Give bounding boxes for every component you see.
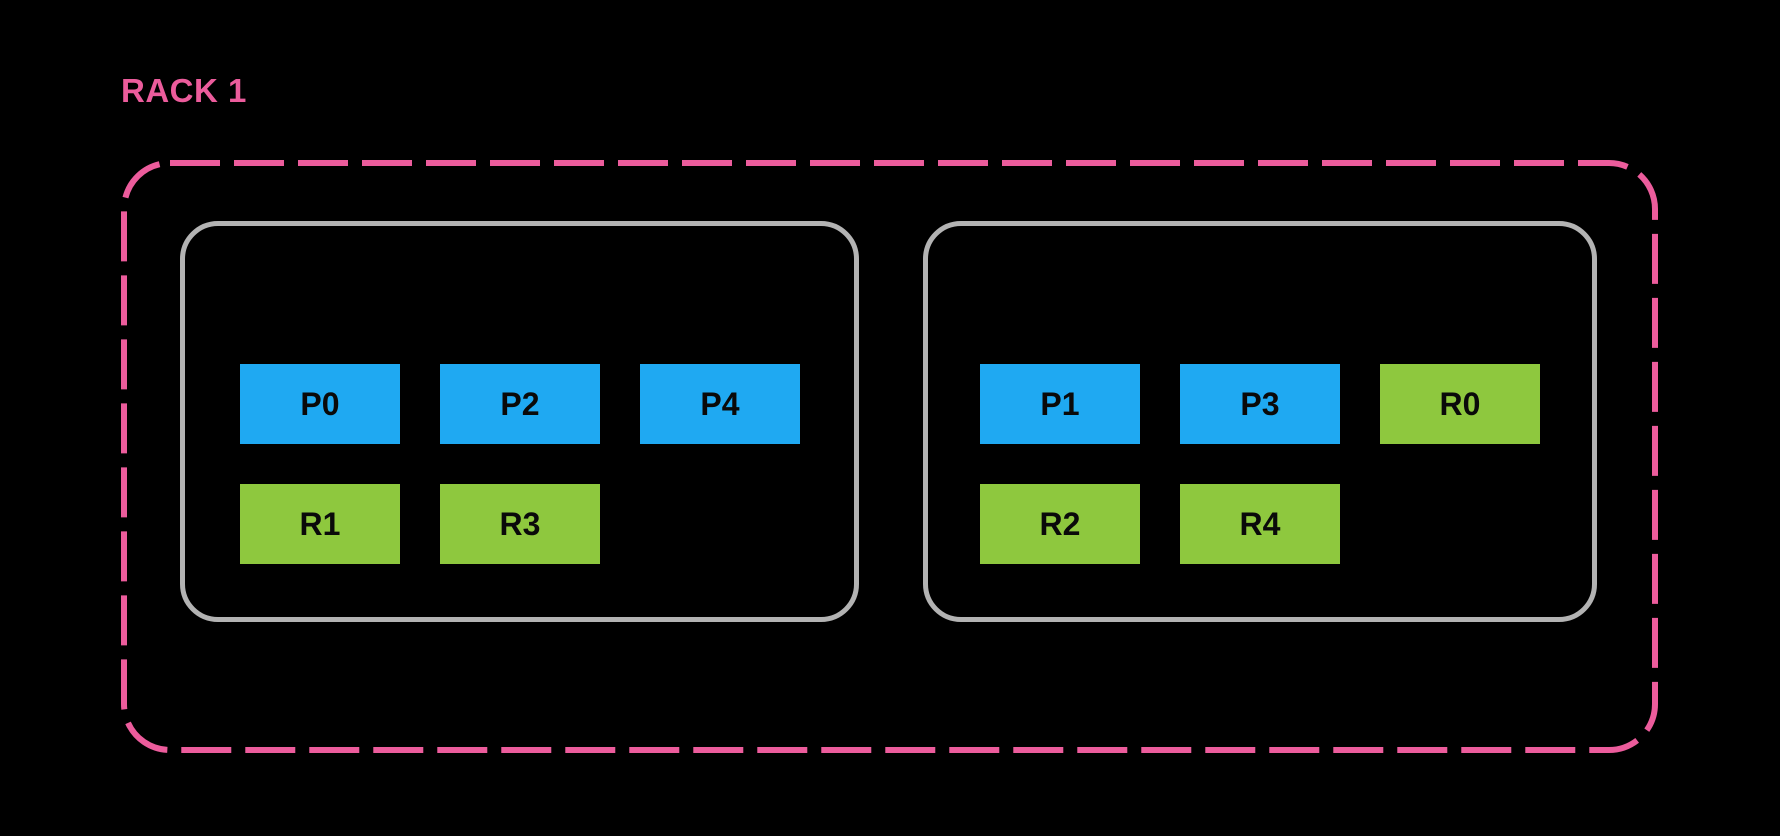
slot-p3: P3 [1180,364,1340,444]
slot-r3: R3 [440,484,600,564]
slot-p2: P2 [440,364,600,444]
slot-p0: P0 [240,364,400,444]
slot-r2: R2 [980,484,1140,564]
node-2-box: P1 P3 R0 R2 R4 [923,221,1597,622]
slot-p1: P1 [980,364,1140,444]
slot-p4: P4 [640,364,800,444]
node-1-box: P0 P2 P4 R1 R3 [180,221,859,622]
slot-r4: R4 [1180,484,1340,564]
slot-r0: R0 [1380,364,1540,444]
rack-title: RACK 1 [121,72,247,109]
slot-r1: R1 [240,484,400,564]
